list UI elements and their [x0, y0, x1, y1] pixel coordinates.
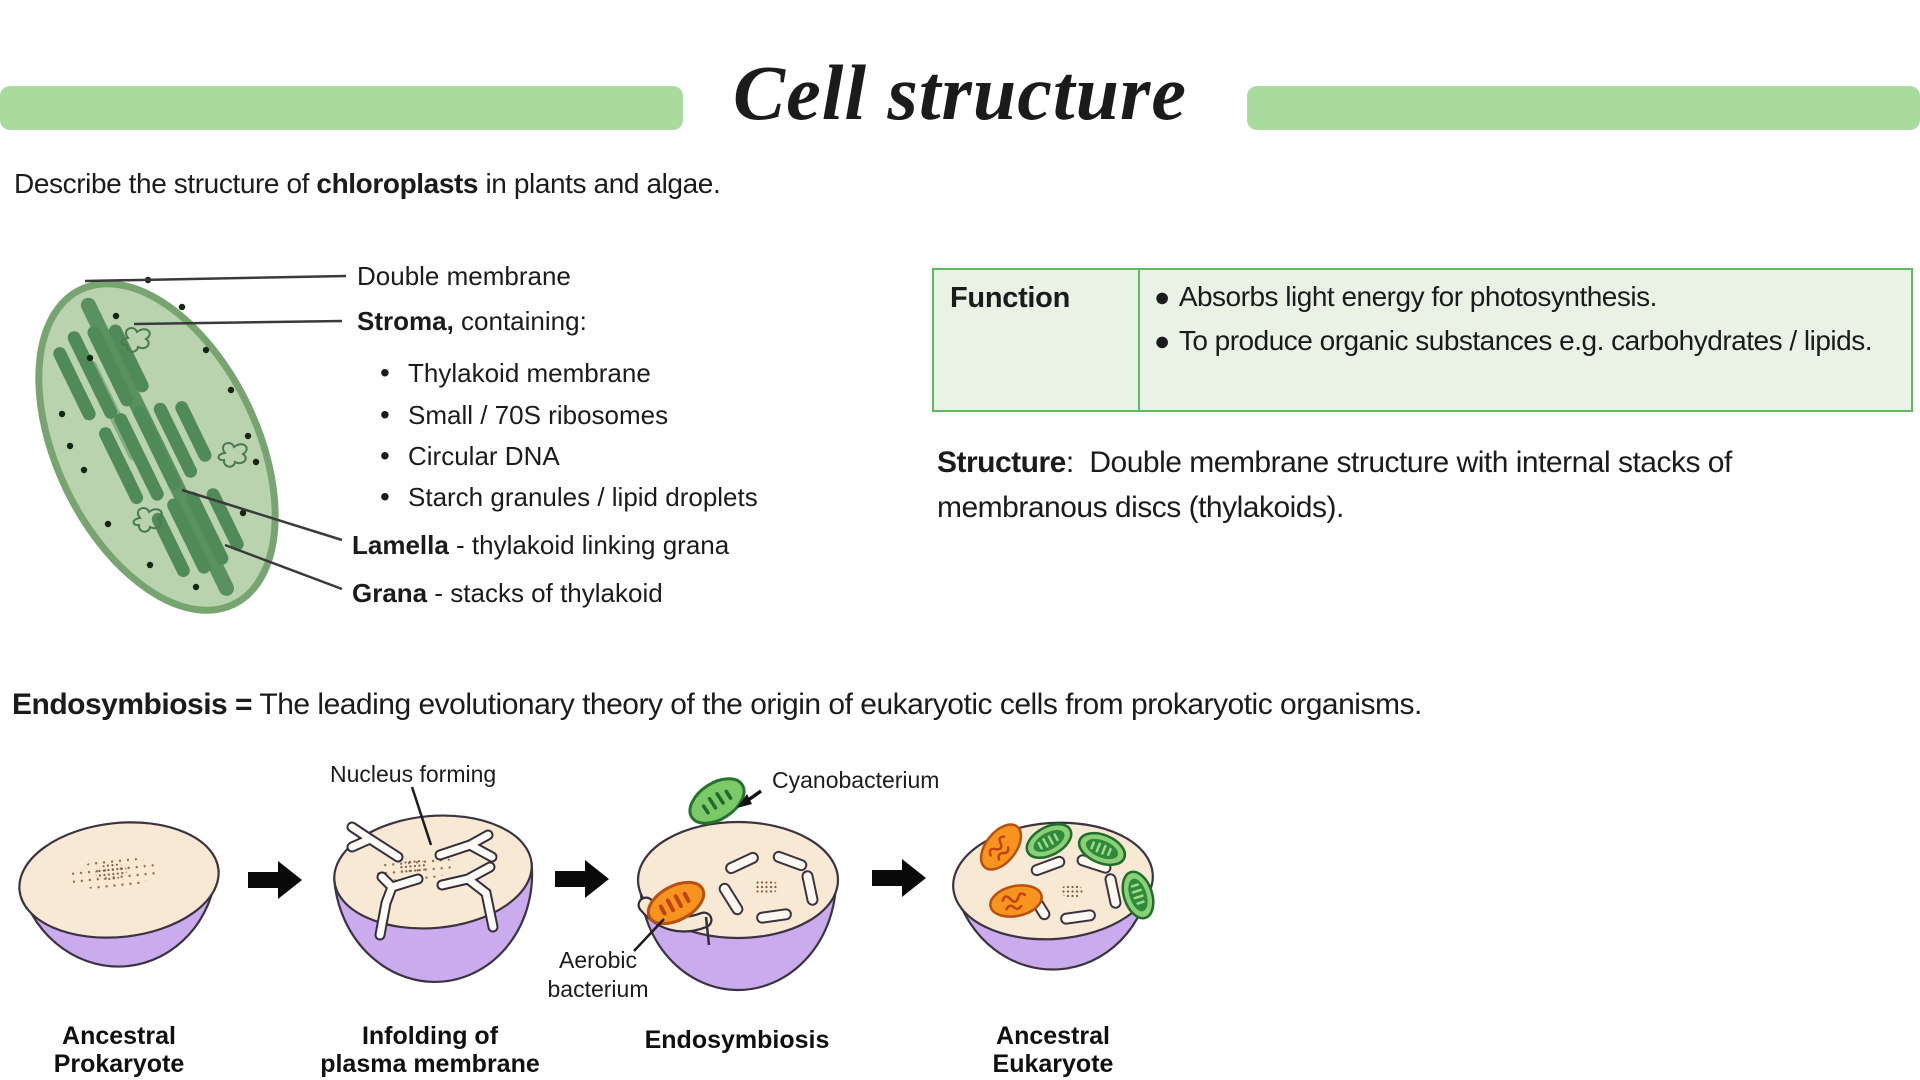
label-double-membrane: Double membrane: [357, 261, 571, 291]
bullet-icon: •: [380, 399, 390, 430]
stage-label: Infolding of: [362, 1022, 499, 1050]
label-stroma: Stroma, containing:: [357, 306, 587, 336]
stroma-bullet-item: •Starch granules / lipid droplets: [380, 481, 758, 512]
chloroplast-diagram: [35, 274, 347, 614]
cyanobacterium-label: Cyanobacterium: [772, 767, 939, 793]
bullet-icon: •: [380, 481, 390, 512]
stage-label: plasma membrane: [320, 1050, 540, 1078]
nucleus-forming-leader-line: [410, 786, 433, 846]
nuclear-envelope: [1025, 854, 1122, 925]
page-title: Cell structure: [733, 49, 1187, 136]
membrane-infoldings: [346, 821, 499, 941]
aerobic-leader-line: [633, 918, 665, 952]
arrow-icon: [248, 861, 302, 899]
intro-bold: chloroplasts: [316, 168, 479, 199]
nuclear-envelope: [718, 850, 819, 924]
bullet-icon: ●: [1154, 326, 1170, 356]
function-table: Function ●Absorbs light energy for photo…: [932, 268, 1913, 412]
endosymbiosis-diagram: Nucleus forming: [18, 761, 1155, 1078]
stage-label: Endosymbiosis: [645, 1026, 830, 1054]
function-row: ●To produce organic substances e.g. carb…: [1154, 325, 1873, 356]
aerobic-label-line2: bacterium: [548, 976, 649, 1002]
ancestral-eukaryote-cell: [952, 821, 1155, 971]
bullet-icon: ●: [1154, 282, 1170, 312]
chloroplast-body: [35, 280, 279, 614]
intro-pre: Describe the structure of: [14, 168, 317, 199]
grana-stacks: [53, 324, 244, 577]
intro-post: in plants and algae.: [478, 168, 721, 199]
function-row: ●Absorbs light energy for photosynthesis…: [1154, 281, 1657, 312]
infolding-cell: Nucleus forming: [330, 761, 534, 984]
cyanobacterium-shape: [688, 777, 746, 825]
stage-label: Ancestral: [62, 1022, 176, 1050]
stroma-bullet-item: •Circular DNA: [380, 440, 560, 471]
chloroplast-organelle-shape: [1077, 831, 1127, 867]
chloroplast-organelle-shape: [1025, 823, 1073, 859]
aerobic-label-line1: Aerobic: [559, 947, 637, 973]
bullet-icon: •: [380, 440, 390, 471]
dna-nucleoid-stipple: [754, 879, 778, 895]
dna-nucleoid-stipple: [1061, 884, 1083, 898]
mitochondrion-shape: [989, 884, 1043, 918]
function-table-header: Function: [934, 270, 1140, 410]
stage-label: Prokaryote: [54, 1050, 185, 1078]
pocket-membrane-line: [704, 916, 711, 946]
stroma-bullet-item: •Small / 70S ribosomes: [380, 399, 669, 430]
label-leader-lines: [84, 274, 347, 591]
structure-note: Structure: Double membrane structure wit…: [937, 446, 1740, 524]
aerobic-bacterium-shape: [646, 880, 706, 926]
function-table-body: ●Absorbs light energy for photosynthesis…: [1140, 270, 1911, 410]
stroma-bullet-item: •Thylakoid membrane: [380, 357, 651, 388]
endosymbiosis-cell: Cyanobacterium Aerobic bacterium: [548, 767, 940, 1002]
bullet-icon: •: [380, 357, 390, 388]
cyanobacterium-arrowhead: [737, 794, 752, 808]
chloroplast-organelle-shape: [1121, 870, 1155, 920]
ribosome-dots: [58, 276, 260, 591]
arrow-icon: [872, 859, 926, 897]
title-accent-bar-left: [0, 86, 683, 130]
stage-label: Eukaryote: [993, 1050, 1114, 1078]
arrow-icon: [555, 860, 609, 898]
endosymbiosis-heading: Endosymbiosis = The leading evolutionary…: [12, 688, 1422, 721]
circular-dna-squiggles: [120, 327, 248, 533]
nucleus-forming-label: Nucleus forming: [330, 761, 496, 787]
mitochondrion-shape: [979, 823, 1023, 871]
label-grana: Grana - stacks of thylakoid: [352, 578, 663, 608]
title-accent-bar-right: [1247, 86, 1920, 130]
ancestral-prokaryote-cell: [18, 821, 220, 968]
label-lamella: Lamella - thylakoid linking grana: [352, 530, 730, 560]
intro-line: Describe the structure of chloroplasts i…: [14, 168, 721, 200]
stage-label: Ancestral: [996, 1022, 1110, 1050]
